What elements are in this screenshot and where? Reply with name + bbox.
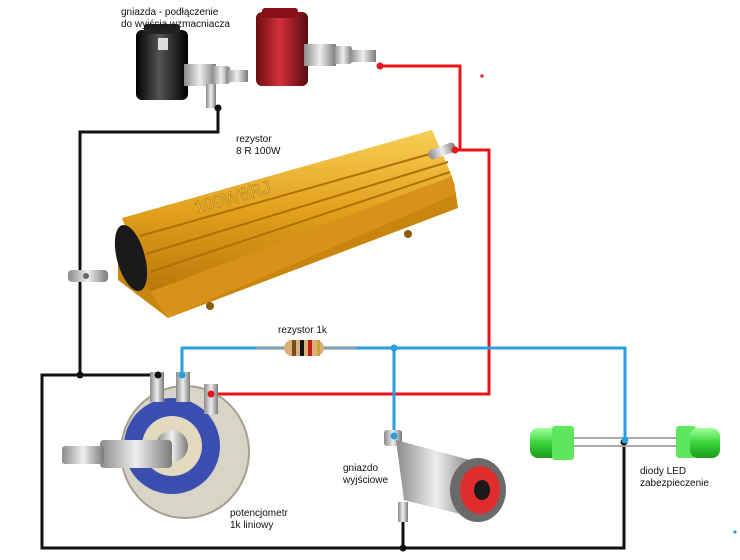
resistor-1k-label: rezystor 1k [278,325,327,336]
leds-label-1: diody LED [640,466,687,477]
potentiometer-icon [62,372,250,519]
leds-label-2: zabezpieczenie [640,478,709,489]
terminals-label-2: do wyjścia wzmacniacza [121,19,230,30]
carbon-resistor-icon [256,340,356,356]
jack-label-2: wyjściowe [343,475,389,486]
pot-label-1: potencjometr [230,508,288,519]
pot-label-2: 1k liniowy [230,520,274,531]
black-wires [40,108,626,550]
terminals-label-1: gniazda - podłączenie [121,7,219,18]
power-resistor-icon: 100W8RJ [68,130,458,318]
black-binding-post-icon [136,24,248,108]
rca-jack-icon [384,430,506,522]
junction-dots [76,62,737,552]
blue-wires [180,346,627,440]
jack-label-1: gniazdo [343,463,379,474]
power-resistor-label-2: 8 R 100W [236,146,281,157]
red-binding-post-icon [256,8,376,86]
green-led-icon [530,426,720,460]
power-resistor-label-1: rezystor [236,134,272,145]
